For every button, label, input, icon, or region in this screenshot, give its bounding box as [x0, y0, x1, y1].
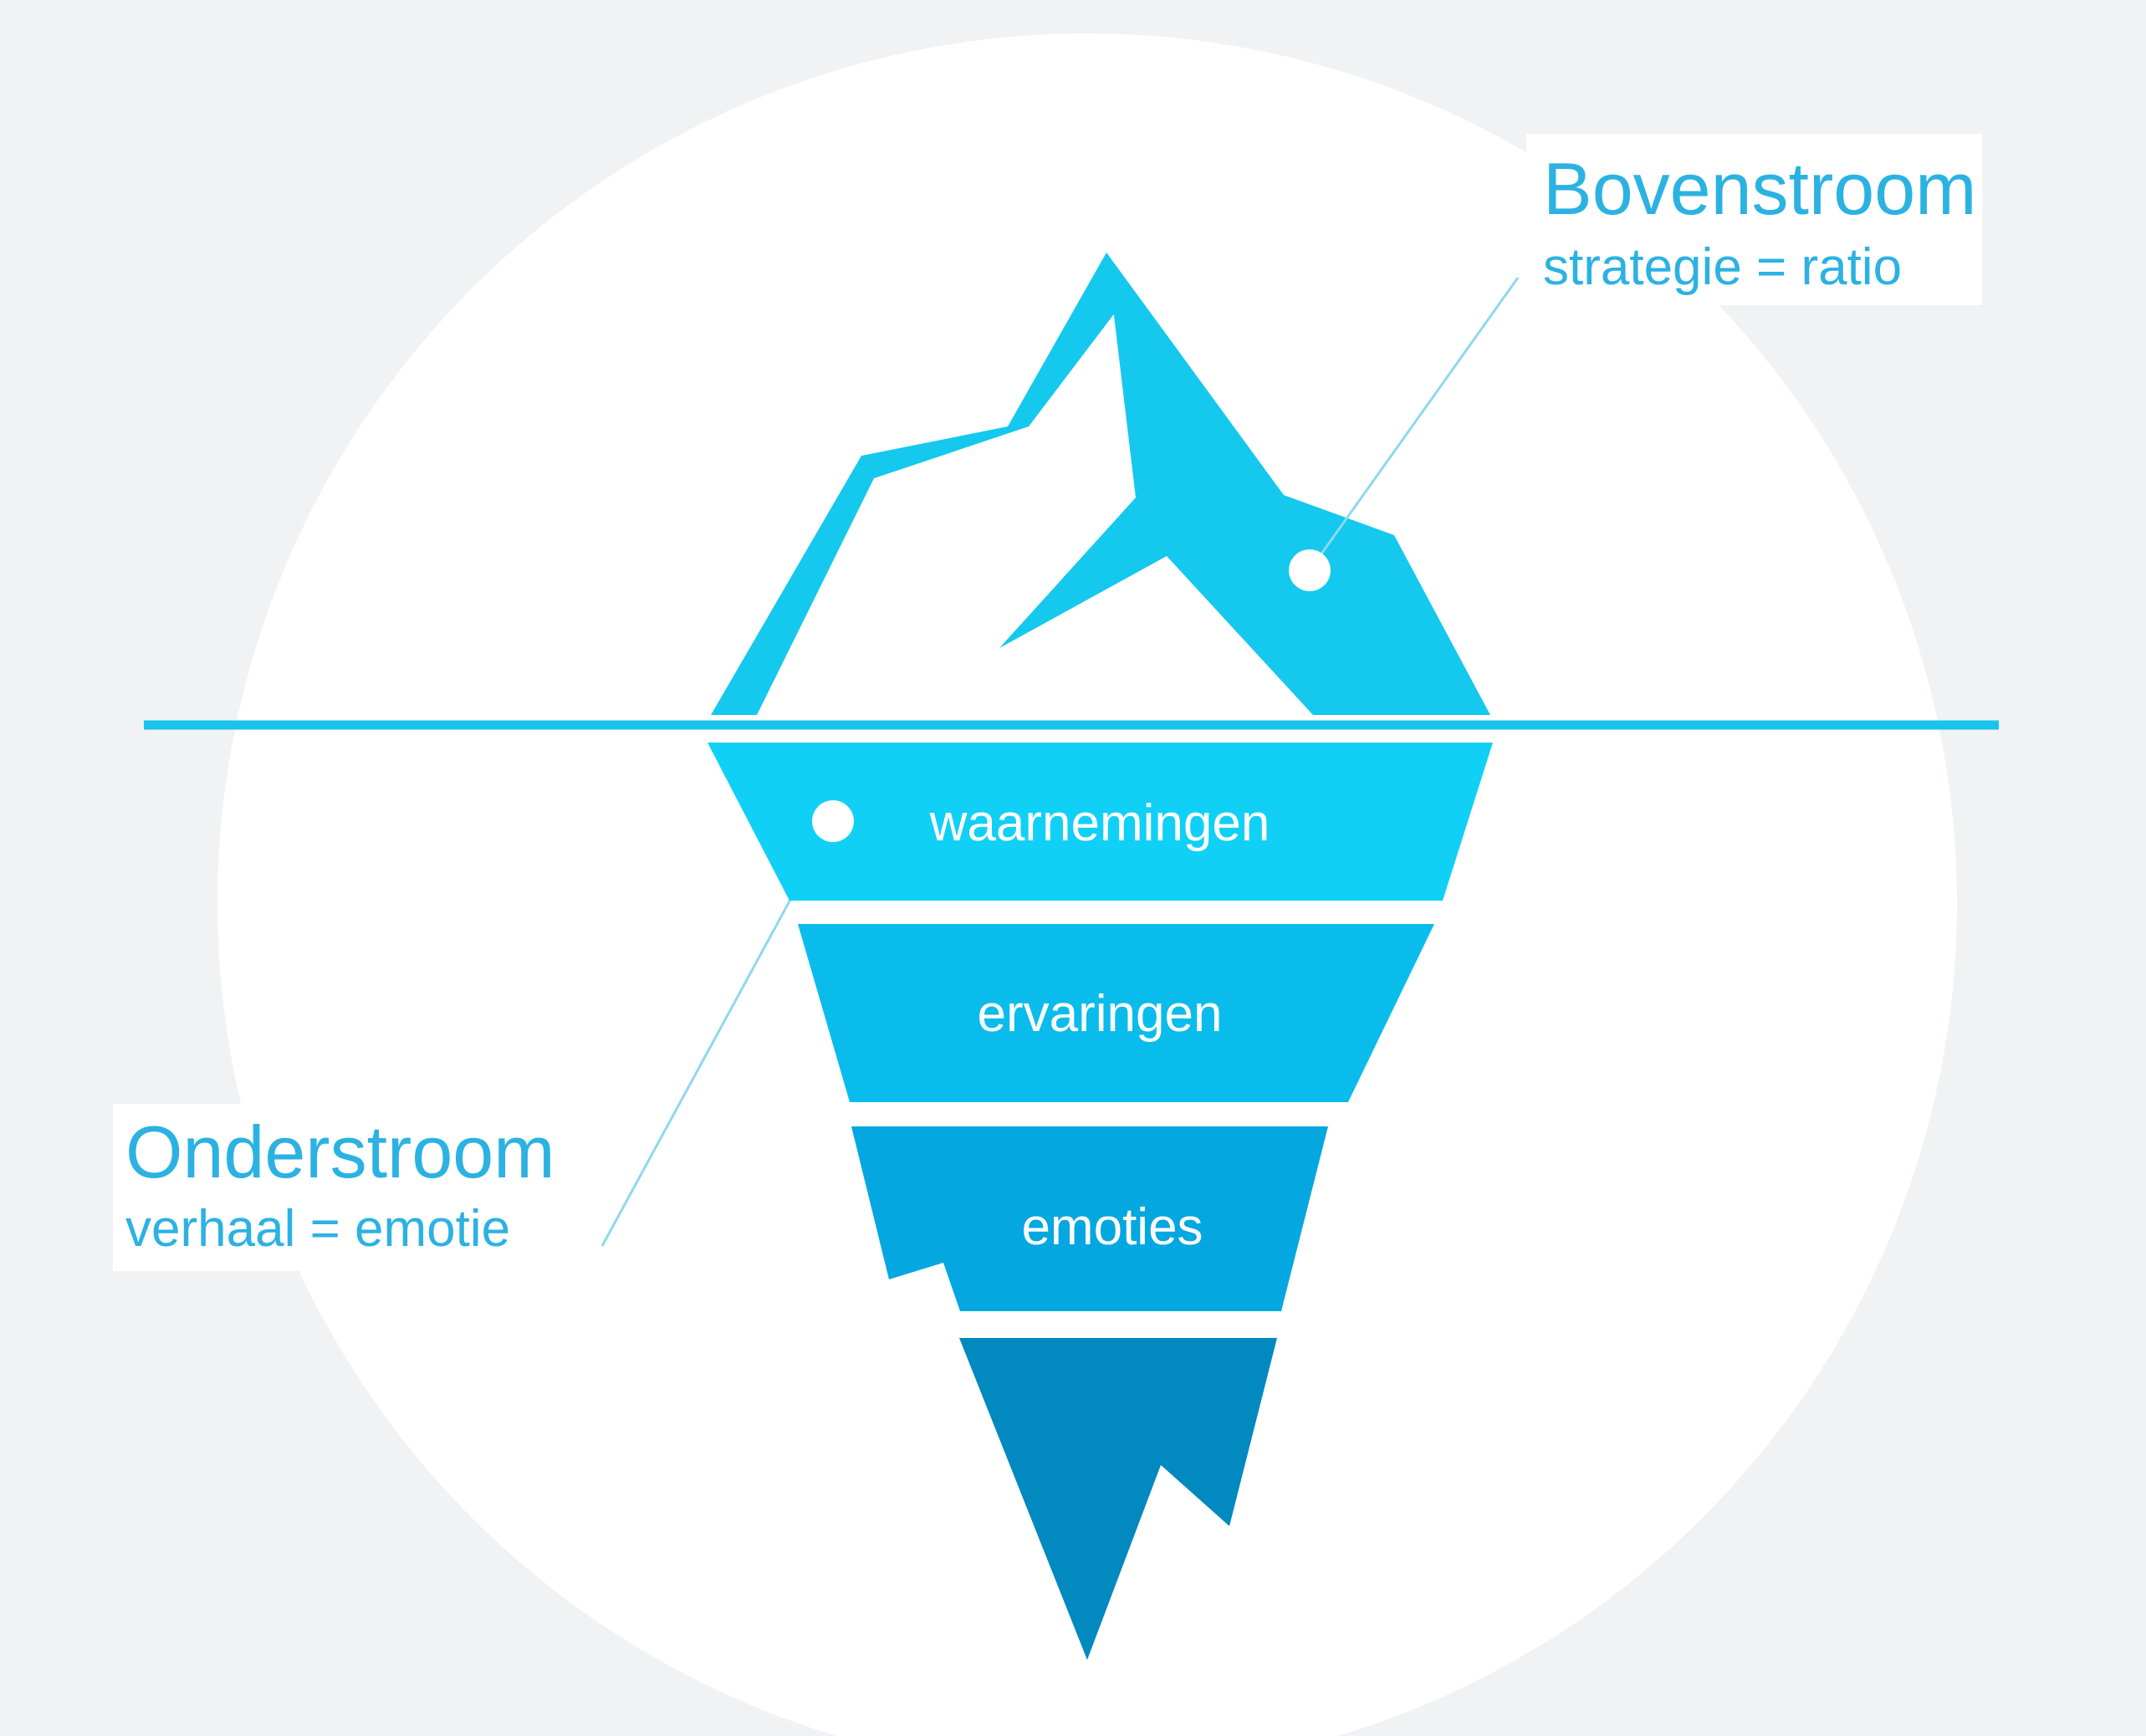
callout-below-backdrop	[113, 1104, 590, 1271]
layer-label-emoties: emoties	[1021, 1198, 1203, 1256]
layer-label-ervaringen: ervaringen	[978, 985, 1223, 1043]
callout-below-title: Onderstroom	[125, 1111, 555, 1193]
layer-band-2	[798, 924, 1434, 1102]
layer-ervaringen: ervaringen	[798, 924, 1434, 1102]
callout-above-title: Bovenstroom	[1543, 147, 1976, 230]
marker-dot-below	[812, 800, 854, 842]
layer-band-3	[851, 1126, 1328, 1311]
layer-waarnemingen: waarnemingen	[708, 743, 1493, 901]
callout-above-subtitle: strategie = ratio	[1543, 238, 1902, 296]
layer-emoties: emoties	[851, 1126, 1328, 1311]
iceberg-tip	[711, 253, 1490, 715]
callout-above: Bovenstroom strategie = ratio	[1526, 134, 1982, 305]
callout-below: Onderstroom verhaal = emotie	[113, 1104, 590, 1271]
layer-deep	[959, 1338, 1277, 1660]
callout-below-subtitle: verhaal = emotie	[125, 1200, 510, 1258]
layer-label-waarnemingen: waarnemingen	[929, 794, 1270, 852]
iceberg-tip-shard	[999, 253, 1490, 715]
iceberg-tip-outline	[711, 253, 1121, 715]
layer-band-1	[708, 743, 1493, 901]
callout-above-backdrop	[1526, 134, 1982, 305]
connector-line-above	[1308, 277, 1520, 571]
marker-dot-above	[1289, 549, 1331, 591]
layer-band-4	[959, 1338, 1277, 1660]
